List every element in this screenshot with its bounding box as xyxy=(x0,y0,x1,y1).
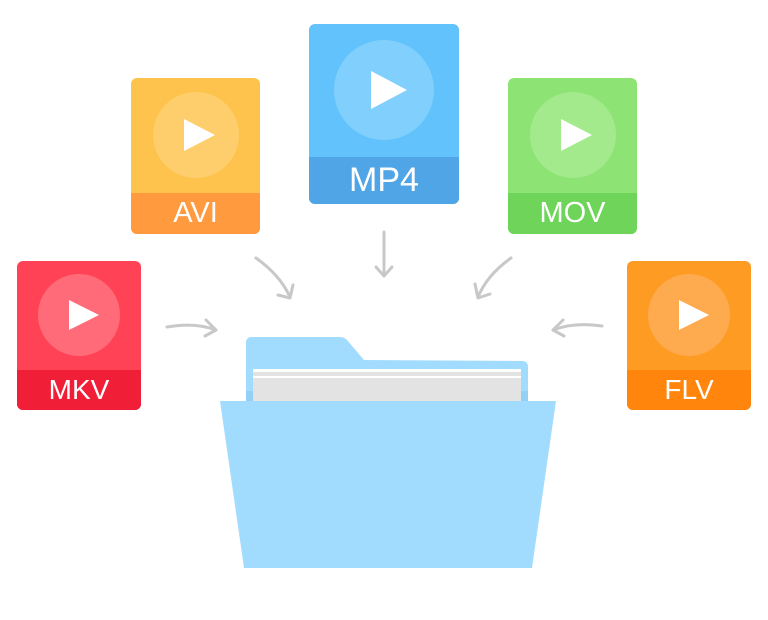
format-label: AVI xyxy=(131,193,260,234)
format-label: FLV xyxy=(627,370,751,410)
play-icon xyxy=(184,119,215,151)
play-icon xyxy=(371,71,407,109)
arrow-down-icon xyxy=(374,230,394,278)
avi-file-icon: AVI xyxy=(131,78,260,234)
curved-arrow-icon xyxy=(165,318,218,338)
curved-arrow-icon xyxy=(254,256,295,300)
flv-file-icon: FLV xyxy=(627,261,751,410)
mkv-file-icon: MKV xyxy=(17,261,141,410)
play-icon xyxy=(679,300,709,330)
play-icon xyxy=(69,300,99,330)
curved-arrow-icon xyxy=(473,256,513,300)
format-label: MOV xyxy=(508,193,637,234)
curved-arrow-icon xyxy=(551,318,604,338)
format-label: MP4 xyxy=(309,157,459,204)
mov-file-icon: MOV xyxy=(508,78,637,234)
mp4-file-icon: MP4 xyxy=(309,24,459,204)
play-icon xyxy=(561,119,592,151)
format-label: MKV xyxy=(17,370,141,410)
